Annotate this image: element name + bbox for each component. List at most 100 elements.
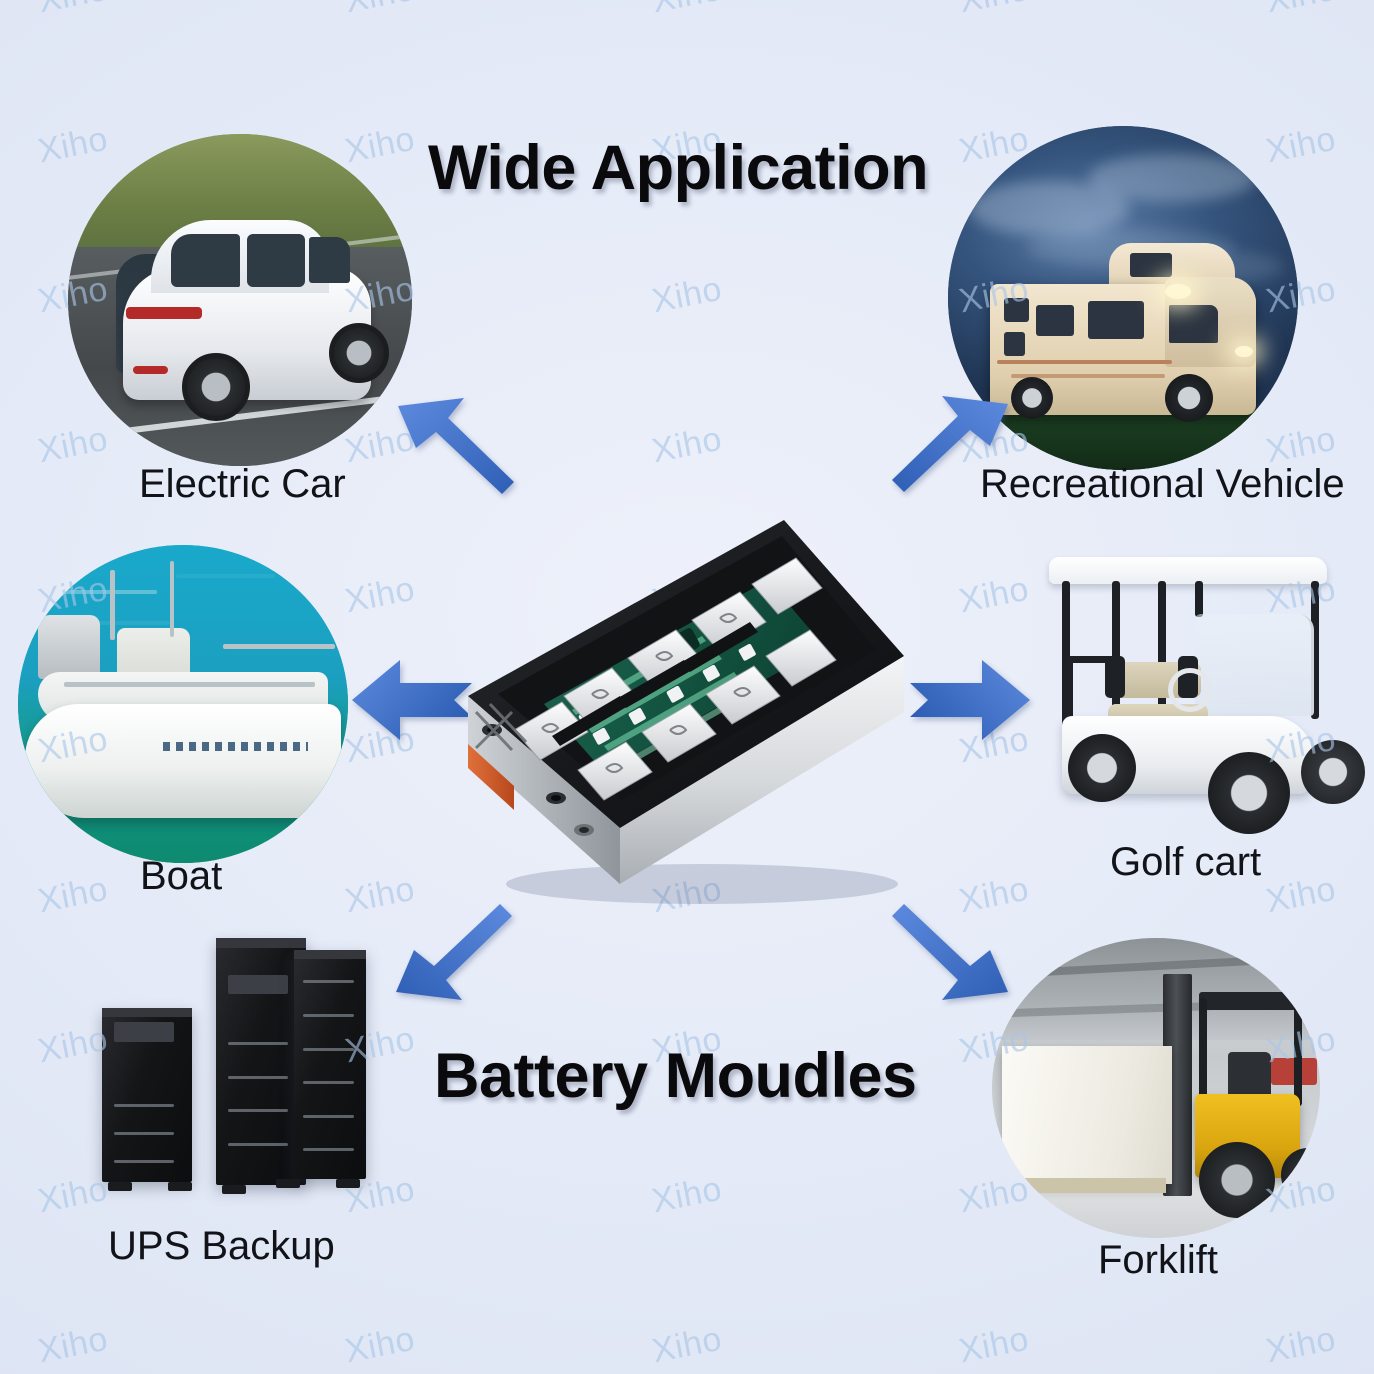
roof-post: [1111, 581, 1120, 719]
status-led-row: [228, 1109, 288, 1113]
windshield: [1194, 614, 1315, 716]
caption-golf-cart: Golf cart: [1110, 840, 1262, 884]
forklift-overhead-guard: [1198, 992, 1301, 1010]
roof-post: [1158, 581, 1167, 713]
watermark: Xiho: [342, 0, 418, 21]
boat-railing: [222, 643, 335, 649]
ups-display-panel: [228, 974, 288, 995]
car-wheel: [329, 323, 390, 384]
caption-boat: Boat: [140, 854, 223, 898]
status-led-row: [228, 1142, 288, 1146]
arrow-to-recreational-vehicle: [892, 396, 1008, 492]
cart-wheel: [1300, 740, 1365, 804]
hull-lettering: [163, 742, 309, 752]
battery-crossbars: [552, 622, 758, 746]
caption-electric-car: Electric Car: [139, 462, 346, 506]
car-window: [246, 233, 306, 287]
watermark: Xiho: [342, 569, 419, 620]
boat-hull: [24, 704, 342, 819]
status-led-row: [303, 1014, 354, 1017]
rv-stripe: [997, 359, 1172, 364]
arrow-to-forklift: [892, 904, 1008, 1000]
status-led-row: [303, 1047, 354, 1051]
watermark: Xiho: [35, 869, 112, 920]
battery-case-face: [620, 656, 904, 884]
watermark: Xiho: [649, 0, 725, 21]
water-ripple: [44, 589, 157, 594]
car-taillight: [126, 306, 203, 319]
cabinet-foot: [276, 1179, 300, 1189]
status-led-row: [228, 1042, 288, 1045]
status-led-row: [228, 1075, 288, 1079]
watermark: Xiho: [648, 1169, 725, 1220]
rv-window: [1130, 253, 1172, 278]
arrow-to-ups-backup: [396, 904, 512, 1000]
cabinet-foot: [108, 1182, 132, 1191]
rv-stripe: [1011, 373, 1165, 378]
page-title-bottom: Battery Moudles: [434, 1041, 917, 1111]
watermark: Xiho: [955, 1319, 1032, 1370]
rv-wheel: [1011, 377, 1053, 420]
rv-headlight: [1235, 346, 1253, 358]
rv-windshield: [1168, 304, 1218, 343]
car-window: [308, 236, 351, 284]
ups-cabinet: [294, 949, 366, 1180]
application-image-golf-cart: [1022, 548, 1365, 848]
watermark: Xiho: [1262, 1319, 1339, 1370]
water-ripple: [176, 573, 276, 578]
car-reflector: [133, 366, 168, 375]
watermark: Xiho: [648, 1319, 725, 1370]
watermark: Xiho: [35, 0, 111, 21]
wooden-pallet: [1008, 1178, 1166, 1193]
caption-forklift: Forklift: [1098, 1238, 1218, 1282]
cart-roof: [1048, 557, 1328, 584]
battery-vent-lattice: [474, 702, 528, 752]
seat-back: [1105, 656, 1125, 698]
roof-post: [1194, 581, 1203, 617]
watermark: Xiho: [342, 1319, 419, 1370]
cabinet-top: [216, 938, 306, 949]
arrow-to-electric-car: [398, 398, 514, 494]
caption-recreational-vehicle: Recreational Vehicle: [980, 462, 1345, 506]
application-image-electric-car: [68, 134, 412, 466]
water-ripple: [84, 621, 170, 626]
application-image-recreational-vehicle: [948, 126, 1298, 470]
watermark: Xiho: [955, 569, 1032, 620]
status-led-row: [303, 1148, 354, 1152]
application-image-boat: [18, 545, 348, 863]
antenna: [169, 560, 174, 638]
guard-post: [1293, 998, 1302, 1106]
application-image-ups-backup: [78, 930, 378, 1210]
battery-terminal-orange: [468, 744, 514, 810]
cloud: [969, 181, 1130, 237]
guard-post: [1198, 998, 1207, 1100]
status-led-row: [303, 1081, 354, 1085]
caption-ups-backup: UPS Backup: [108, 1224, 335, 1268]
application-image-forklift: [992, 938, 1320, 1238]
watermark: Xiho: [35, 1319, 112, 1370]
operator-seat: [1228, 1052, 1271, 1100]
watermark: Xiho: [648, 419, 725, 470]
seat-back-frame: [1065, 656, 1112, 663]
rv-window: [1004, 332, 1025, 357]
outboard-motor: [37, 614, 101, 679]
status-led-row: [114, 1131, 174, 1135]
ups-display-panel: [114, 1022, 174, 1042]
cart-wheel: [1068, 734, 1137, 802]
watermark: Xiho: [956, 0, 1032, 21]
grass-foreground: [948, 408, 1298, 470]
status-led-row: [114, 1103, 174, 1107]
status-led-row: [303, 1114, 354, 1118]
car-window: [171, 233, 240, 287]
rv-window: [1035, 304, 1074, 336]
status-led-row: [114, 1159, 174, 1163]
cabinet-foot: [222, 1184, 246, 1194]
antenna: [110, 570, 116, 641]
seat-back-frame: [1065, 656, 1074, 728]
rv-window: [1004, 298, 1029, 323]
arrow-to-golf-cart: [910, 660, 1030, 740]
rv-wheel: [1165, 373, 1213, 422]
battery-module-image: [468, 520, 904, 904]
page-title-top: Wide Application: [428, 133, 929, 203]
